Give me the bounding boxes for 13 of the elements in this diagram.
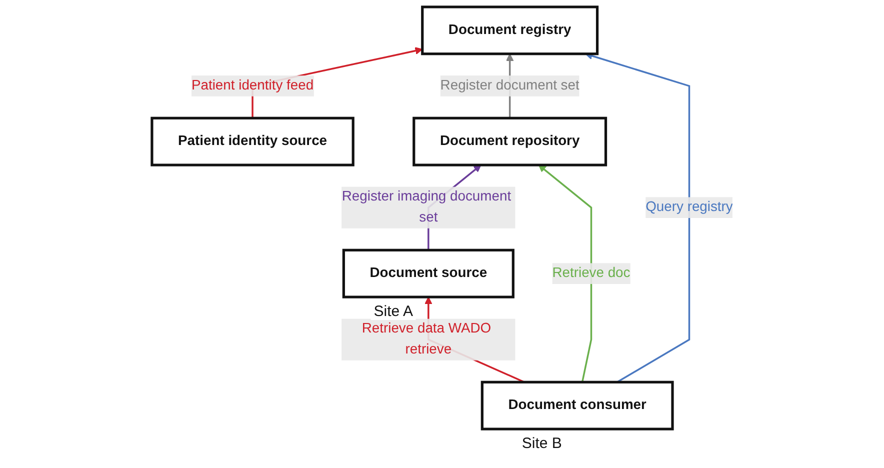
edge-label: Register imaging document set xyxy=(341,189,511,225)
arrow xyxy=(538,164,592,382)
edge-label: Patient identity feed xyxy=(191,78,314,93)
node-box: Document source xyxy=(342,248,514,298)
edge-label: Retrieve data WADO retrieve xyxy=(361,321,491,357)
node-box: Document consumer xyxy=(480,380,674,430)
node-box: Patient identity source xyxy=(150,116,354,166)
site-label: Site A xyxy=(370,303,416,320)
node-box: Document repository xyxy=(412,116,607,166)
edge-label: Register document set xyxy=(440,78,579,93)
node-box: Document registry xyxy=(420,6,598,56)
edge-label: Retrieve doc xyxy=(552,266,630,281)
edge-label: Query registry xyxy=(645,200,732,215)
